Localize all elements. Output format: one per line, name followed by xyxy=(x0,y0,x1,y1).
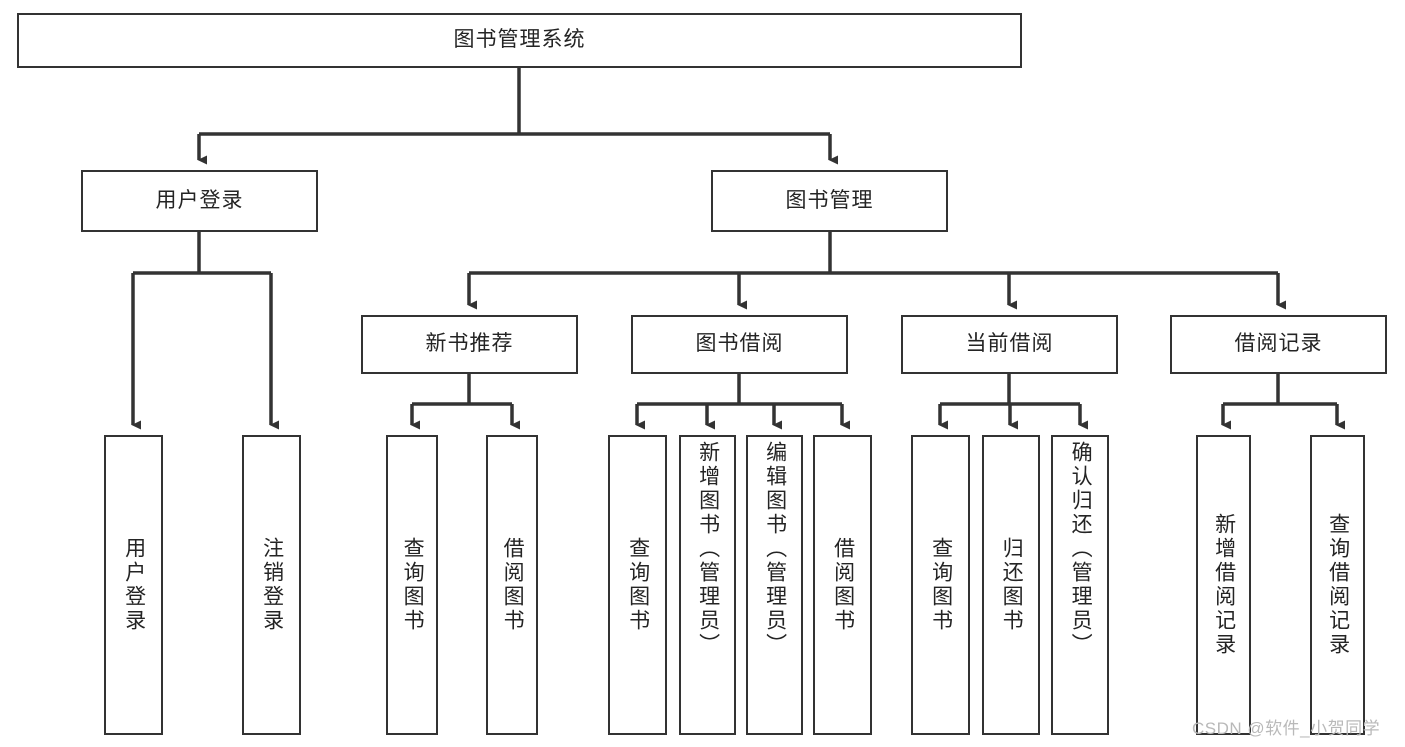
node-leaf-borrow-book-1[interactable]: 借阅图书 xyxy=(486,435,538,735)
node-book-borrow-label: 图书借阅 xyxy=(695,332,784,356)
node-leaf-add-book[interactable]: 新增图书（管理员） xyxy=(679,435,736,735)
node-book-borrow[interactable]: 图书借阅 xyxy=(631,315,848,374)
node-leaf-query-record-label: 查询借阅记录 xyxy=(1326,513,1350,657)
node-leaf-user-login-label: 用户登录 xyxy=(122,537,146,633)
node-new-book-recommend[interactable]: 新书推荐 xyxy=(361,315,578,374)
node-current-borrow-label: 当前借阅 xyxy=(965,332,1054,356)
node-borrow-record-label: 借阅记录 xyxy=(1234,332,1323,356)
node-user-login-label: 用户登录 xyxy=(155,188,244,212)
node-leaf-edit-book[interactable]: 编辑图书（管理员） xyxy=(746,435,803,735)
node-leaf-logout-label: 注销登录 xyxy=(260,537,284,633)
node-new-book-recommend-label: 新书推荐 xyxy=(425,332,514,356)
node-root[interactable]: 图书管理系统 xyxy=(17,13,1022,68)
node-leaf-logout[interactable]: 注销登录 xyxy=(242,435,301,735)
node-leaf-query-book-2[interactable]: 查询图书 xyxy=(608,435,667,735)
node-leaf-query-book-1[interactable]: 查询图书 xyxy=(386,435,438,735)
node-book-management-label: 图书管理 xyxy=(785,188,874,212)
node-leaf-return-book[interactable]: 归还图书 xyxy=(982,435,1040,735)
node-leaf-query-book-1-label: 查询图书 xyxy=(401,537,425,633)
node-leaf-query-record[interactable]: 查询借阅记录 xyxy=(1310,435,1365,735)
node-leaf-borrow-book-2-label: 借阅图书 xyxy=(831,537,855,633)
node-leaf-edit-book-label: 编辑图书（管理员） xyxy=(763,441,787,657)
node-leaf-return-book-label: 归还图书 xyxy=(1000,537,1024,633)
node-leaf-confirm-return-label: 确认归还（管理员） xyxy=(1069,441,1093,657)
node-book-management[interactable]: 图书管理 xyxy=(711,170,948,232)
node-leaf-query-book-3-label: 查询图书 xyxy=(929,537,953,633)
node-leaf-borrow-book-1-label: 借阅图书 xyxy=(501,537,525,633)
node-leaf-query-book-2-label: 查询图书 xyxy=(626,537,650,633)
node-leaf-confirm-return[interactable]: 确认归还（管理员） xyxy=(1051,435,1109,735)
node-leaf-query-book-3[interactable]: 查询图书 xyxy=(911,435,970,735)
node-borrow-record[interactable]: 借阅记录 xyxy=(1170,315,1387,374)
node-user-login[interactable]: 用户登录 xyxy=(81,170,318,232)
node-root-label: 图书管理系统 xyxy=(453,28,586,52)
node-leaf-borrow-book-2[interactable]: 借阅图书 xyxy=(813,435,872,735)
node-leaf-add-record[interactable]: 新增借阅记录 xyxy=(1196,435,1251,735)
node-leaf-add-record-label: 新增借阅记录 xyxy=(1212,513,1236,657)
node-leaf-add-book-label: 新增图书（管理员） xyxy=(696,441,720,657)
node-current-borrow[interactable]: 当前借阅 xyxy=(901,315,1118,374)
node-leaf-user-login[interactable]: 用户登录 xyxy=(104,435,163,735)
